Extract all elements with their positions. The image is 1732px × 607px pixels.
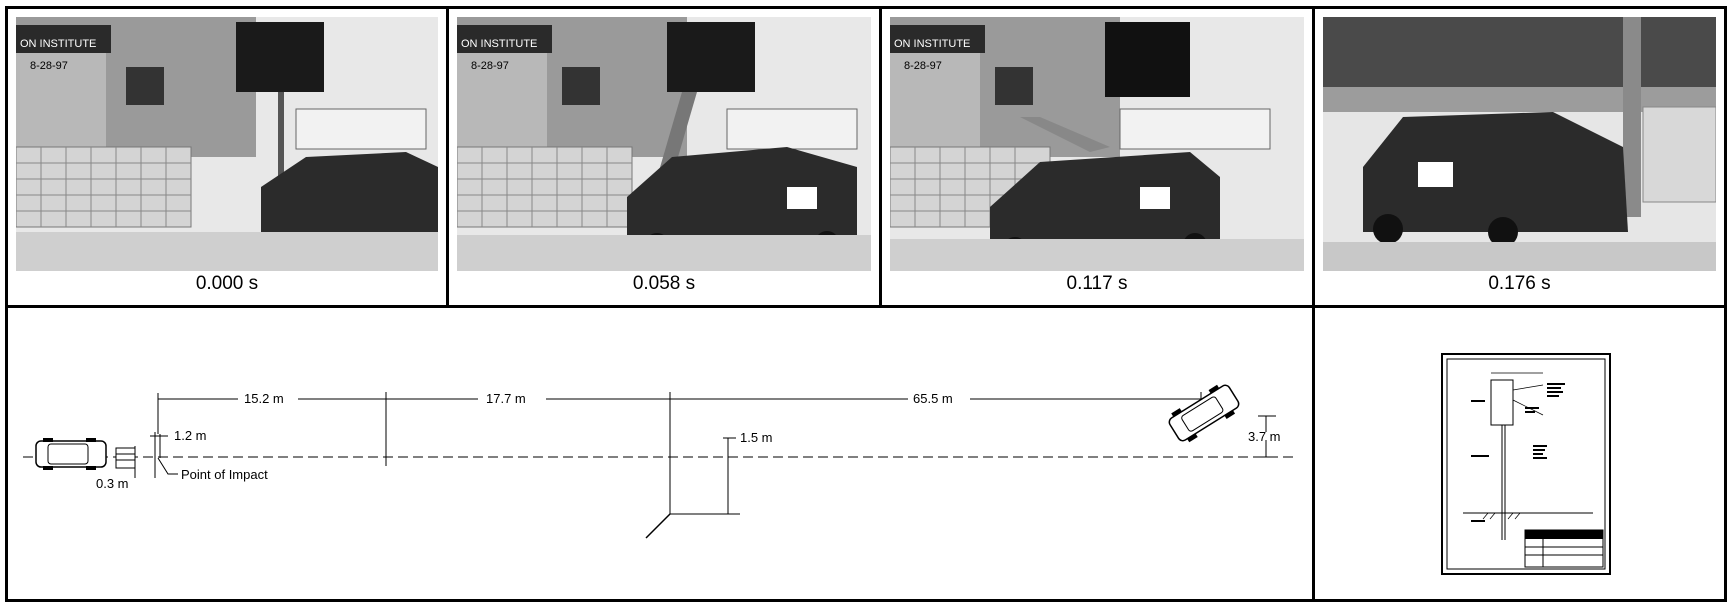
dim-offset-small: 1.2 m (174, 428, 207, 443)
site-layout-diagram: 0.3 m 1.2 m Point of Impact 15.2 m 17.7 … (8, 308, 1308, 599)
dim-segment-3: 65.5 m (913, 391, 953, 406)
crash-photo-3: ON INSTITUTE 8-28-97 (890, 17, 1304, 271)
point-of-impact-label: Point of Impact (181, 467, 268, 482)
divider (879, 9, 882, 305)
photo-cell-3: ON INSTITUTE 8-28-97 (882, 9, 1312, 305)
time-caption-2: 0.058 s (632, 273, 696, 294)
divider (8, 305, 1724, 308)
dim-offset-start: 0.3 m (96, 476, 129, 491)
date-text-3: 8-28-97 (904, 60, 942, 72)
time-caption-4: 0.176 s (1488, 273, 1551, 294)
crash-photo-4 (1323, 17, 1716, 271)
divider (446, 9, 449, 305)
engineering-drawing (1441, 353, 1611, 575)
time-caption-1: 0.000 s (195, 273, 259, 294)
divider (1312, 9, 1315, 599)
sign-text-1: ON INSTITUTE (20, 38, 96, 50)
vehicle-start-icon (35, 438, 107, 470)
vehicle-final-icon (1168, 384, 1240, 443)
figure-frame: ON INSTITUTE 8-28-97 0 (5, 6, 1727, 602)
sign-text-2: ON INSTITUTE (461, 38, 537, 50)
dim-offset-end: 3.7 m (1248, 429, 1281, 444)
sign-text-3: ON INSTITUTE (894, 38, 970, 50)
sign-panel-final (645, 513, 671, 539)
date-text-2: 8-28-97 (471, 60, 509, 72)
dim-offset-mid: 1.5 m (740, 430, 773, 445)
date-text-1: 8-28-97 (30, 60, 68, 72)
dim-segment-2: 17.7 m (486, 391, 526, 406)
sign-support-icon (115, 447, 136, 469)
photo-cell-1: ON INSTITUTE 8-28-97 0 (8, 9, 446, 305)
engineering-drawing-cell (1311, 308, 1724, 599)
crash-photo-2: ON INSTITUTE 8-28-97 (457, 17, 871, 271)
photo-cell-2: ON INSTITUTE 8-28-97 (449, 9, 879, 305)
photo-cell-4: 0.176 s (1315, 9, 1724, 305)
dim-segment-1: 15.2 m (244, 391, 284, 406)
time-caption-3: 0.117 s (1066, 273, 1128, 294)
crash-photo-1: ON INSTITUTE 8-28-97 (16, 17, 438, 271)
